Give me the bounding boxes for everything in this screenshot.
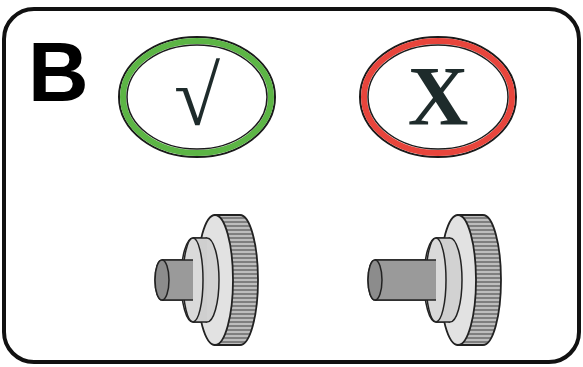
- shaft-end: [155, 260, 169, 300]
- knob-part: [375, 259, 436, 261]
- knob-part: [375, 299, 436, 301]
- shaft-end: [155, 260, 169, 300]
- badge-inner: [127, 45, 267, 149]
- shaft-end: [368, 260, 382, 300]
- panel-letter: B: [28, 30, 89, 114]
- badge-inner: [368, 45, 508, 149]
- badge-ring: [123, 41, 271, 153]
- mark-symbol: X: [408, 55, 469, 139]
- knob-part: [162, 259, 193, 261]
- knob-part: [375, 260, 436, 300]
- shaft-end: [368, 260, 382, 300]
- badge-outer: [119, 37, 275, 157]
- mark-symbol: √: [174, 55, 220, 139]
- wrong-badge: X: [357, 34, 519, 160]
- knob-part: [162, 299, 193, 301]
- panel-border: [4, 9, 579, 362]
- correct-knob: [155, 215, 258, 345]
- badge-outer: [360, 37, 516, 157]
- wrong-knob: [368, 215, 501, 345]
- badge-ring: [364, 41, 512, 153]
- correct-badge: √: [116, 34, 278, 160]
